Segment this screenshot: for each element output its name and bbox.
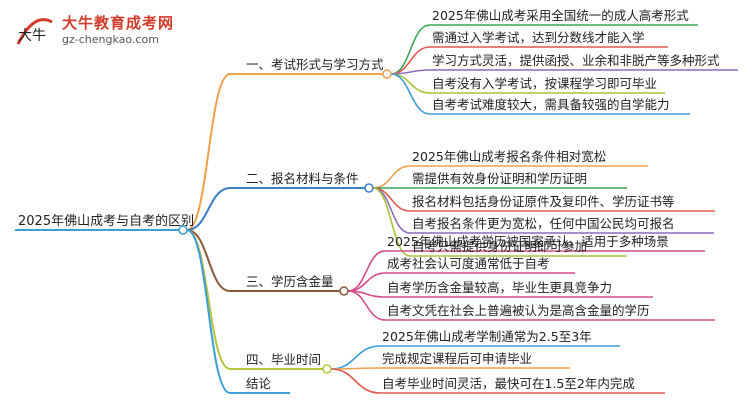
branch-connector-dot [364,183,374,193]
branch-edge [186,73,231,231]
mindmap-edges [15,24,738,394]
branch-connector-dot [322,364,332,374]
leaf-label: 需提供有效身份证明和学历证明 [412,171,587,186]
site-logo: 大牛 大牛教育成考网 gz-chengkao.com [12,10,222,52]
root-topic: 2025年佛山成考与自考的区别 [18,213,194,229]
leaf-edge [330,368,381,394]
leaf-edge [390,73,431,94]
logo-mark-text: 大牛 [18,28,46,44]
leaf-label: 成考社会认可度通常低于自考 [387,256,550,271]
root-connector-dot [178,225,188,235]
leaf-edge [372,187,411,257]
branch-connector-dot [382,69,392,79]
leaf-edge [347,290,386,321]
leaf-label: 自考没有入学考试，按课程学习即可毕业 [432,76,657,91]
leaf-label: 学习方式灵活，提供函授、业余和非脱产等多种形式 [432,53,720,68]
leaf-label: 自考文凭在社会上普遍被认为是高含金量的学历 [387,303,650,318]
logo-url: gz-chengkao.com [62,33,159,46]
branch-edge [186,187,231,231]
leaf-label: 2025年佛山成考学制通常为2.5至3年 [382,329,592,344]
leaf-label: 完成规定课程后可申请毕业 [382,351,532,366]
logo-title: 大牛教育成考网 [62,14,175,32]
logo-mark-icon: 大牛 [16,18,53,45]
leaf-edge [347,250,386,292]
leaf-label: 2025年佛山成考报名条件相对宽松 [412,149,606,164]
leaf-label: 需通过入学考试，达到分数线才能入学 [432,30,645,45]
leaf-label: 报名材料包括身份证原件及复印件、学历证书等 [412,194,675,209]
leaf-edge [390,24,431,75]
leaf-label: 自考报名条件更为宽松，任何中国公民均可报名 [412,216,675,231]
leaf-label: 自考只需提供身份证明即可参加 [412,239,587,254]
leaf-edge [347,272,386,292]
branch-edge [186,229,231,370]
branch-edge [186,229,231,394]
branch-edge [186,229,231,292]
leaf-label: 自考毕业时间灵活，最快可在1.5至2年内完成 [382,376,635,391]
leaf-edge [372,165,411,189]
branch-label: 一、考试形式与学习方式 [246,57,384,72]
branch-connector-dot [339,286,349,296]
leaf-label: 2025年佛山成考采用全国统一的成人高考形式 [432,8,689,23]
branch-label: 二、报名材料与条件 [246,171,359,186]
leaf-label: 自考学历含金量较高，毕业生更具竞争力 [387,280,612,295]
mindmap-nodes: 2025年佛山成考与自考的区别 一、考试形式与学习方式 2025年佛山成考采用全国统… [18,8,720,391]
leaf-label: 2025年佛山成考学历被国家承认，适用于多种场景 [387,234,669,249]
leaf-edge [390,73,431,115]
branch-label: 结论 [246,376,272,391]
leaf-edge [330,345,381,370]
branch-label: 四、毕业时间 [246,352,321,367]
leaf-label: 自考考试难度较大，需具备较强的自学能力 [432,97,670,112]
branch-label: 三、学历含金量 [246,274,334,289]
